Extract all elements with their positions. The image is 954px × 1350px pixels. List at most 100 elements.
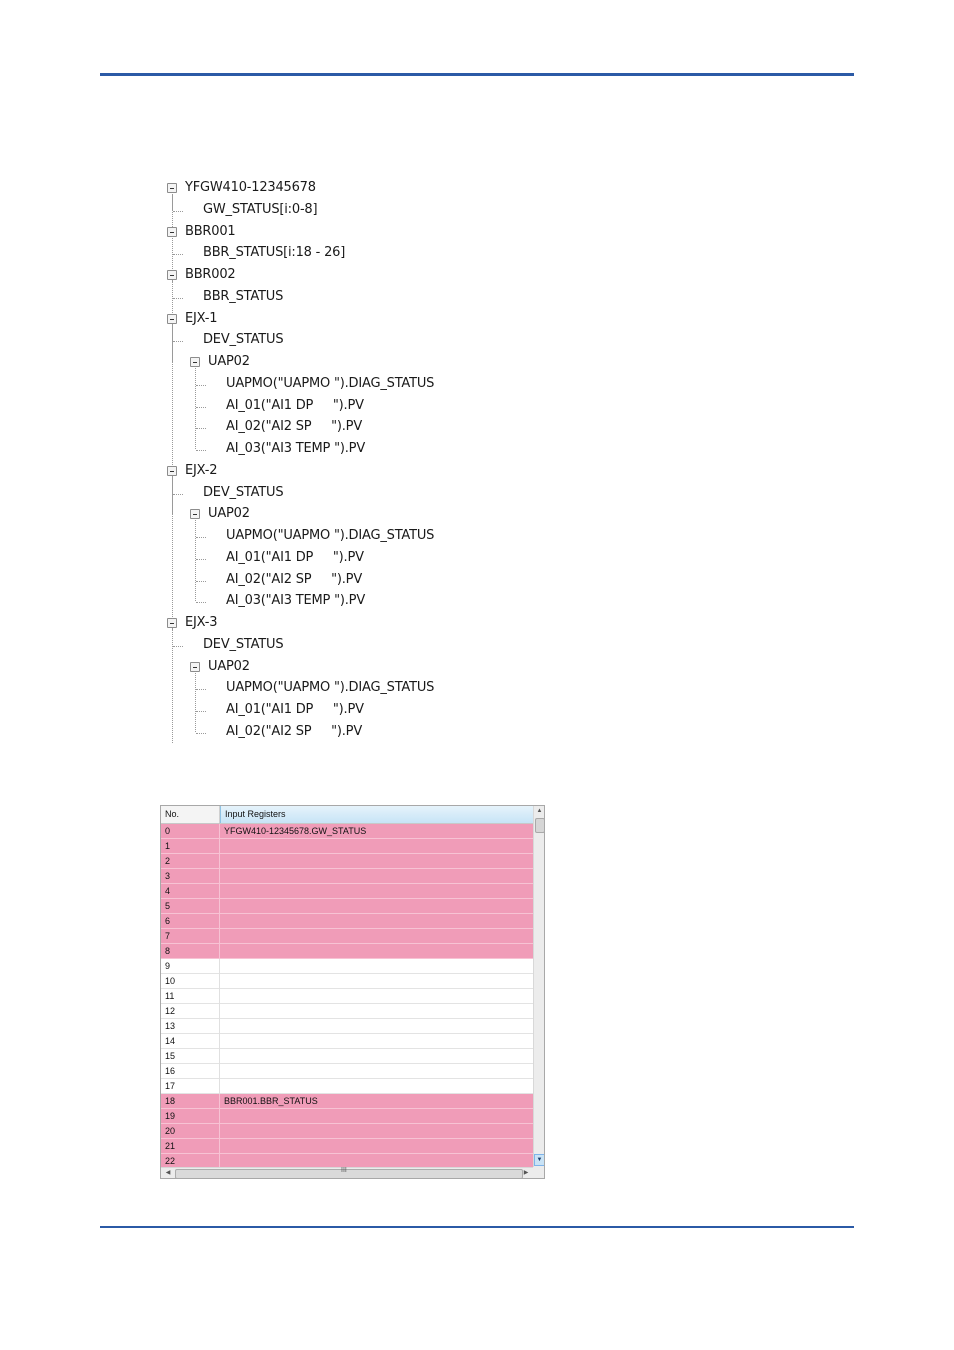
register-number-cell[interactable]: 4 xyxy=(161,884,220,899)
register-number-cell[interactable]: 2 xyxy=(161,854,220,869)
tree-group-node[interactable]: UAP02 xyxy=(208,658,250,674)
register-value-cell[interactable] xyxy=(220,899,533,914)
register-number-cell[interactable]: 5 xyxy=(161,899,220,914)
table-row[interactable]: 15 xyxy=(161,1049,533,1064)
register-number-cell[interactable]: 13 xyxy=(161,1019,220,1034)
scroll-down-icon[interactable]: ▼ xyxy=(534,1154,544,1166)
register-value-cell[interactable] xyxy=(220,869,533,884)
tree-device-node[interactable]: EJX-3 xyxy=(185,615,218,630)
tree-device-node[interactable]: EJX-1 xyxy=(185,310,218,326)
register-value-cell[interactable] xyxy=(220,1064,533,1079)
tree-leaf-node[interactable]: UAPMO("UAPMO ").DIAG_STATUS xyxy=(226,375,435,391)
register-value-cell[interactable] xyxy=(220,854,533,869)
register-number-cell[interactable]: 19 xyxy=(161,1109,220,1124)
tree-leaf-node[interactable]: AI_01("AI1 DP ").PV xyxy=(226,702,364,717)
register-value-cell[interactable] xyxy=(220,944,533,959)
tree-leaf-node[interactable]: BBR_STATUS[i:18 - 26] xyxy=(203,245,346,261)
tree-group-node[interactable]: UAP02 xyxy=(208,506,250,522)
register-value-cell[interactable] xyxy=(220,1079,533,1094)
column-header-input-registers[interactable]: Input Registers xyxy=(220,806,533,823)
register-number-cell[interactable]: 6 xyxy=(161,914,220,929)
collapse-minus-icon[interactable] xyxy=(190,357,200,367)
register-number-cell[interactable]: 18 xyxy=(161,1094,220,1109)
register-number-cell[interactable]: 20 xyxy=(161,1124,220,1139)
tree-leaf-node[interactable]: AI_02("AI2 SP ").PV xyxy=(226,419,363,435)
register-value-cell[interactable] xyxy=(220,1049,533,1064)
table-row[interactable]: 6 xyxy=(161,914,533,929)
register-value-cell[interactable] xyxy=(220,1109,533,1124)
tree-leaf-node[interactable]: BBR_STATUS xyxy=(203,288,284,304)
register-number-cell[interactable]: 10 xyxy=(161,974,220,989)
tree-device-node[interactable]: EJX-2 xyxy=(185,462,218,478)
collapse-minus-icon[interactable] xyxy=(167,183,177,193)
register-value-cell[interactable] xyxy=(220,839,533,854)
table-row[interactable]: 20 xyxy=(161,1124,533,1139)
tree-leaf-node[interactable]: UAPMO("UAPMO ").DIAG_STATUS xyxy=(226,680,435,696)
tree-leaf-node[interactable]: GW_STATUS[i:0-8] xyxy=(203,201,318,217)
register-number-cell[interactable]: 1 xyxy=(161,839,220,854)
register-number-cell[interactable]: 22 xyxy=(161,1154,220,1168)
table-row[interactable]: 21 xyxy=(161,1139,533,1154)
tree-leaf-node[interactable]: AI_02("AI2 SP ").PV xyxy=(226,723,363,739)
tree-leaf-node[interactable]: UAPMO("UAPMO ").DIAG_STATUS xyxy=(226,528,435,543)
horizontal-scrollbar[interactable]: ◀ III ▶ xyxy=(161,1167,533,1178)
register-value-cell[interactable] xyxy=(220,1019,533,1034)
tree-leaf-node[interactable]: DEV_STATUS xyxy=(203,484,284,500)
register-value-cell[interactable] xyxy=(220,1139,533,1154)
register-number-cell[interactable]: 17 xyxy=(161,1079,220,1094)
register-number-cell[interactable]: 14 xyxy=(161,1034,220,1049)
register-value-cell[interactable] xyxy=(220,1124,533,1139)
tree-device-node[interactable]: BBR001 xyxy=(185,223,236,239)
table-row[interactable]: 9 xyxy=(161,959,533,974)
tree-leaf-node[interactable]: AI_02("AI2 SP ").PV xyxy=(226,571,363,587)
register-number-cell[interactable]: 3 xyxy=(161,869,220,884)
register-number-cell[interactable]: 8 xyxy=(161,944,220,959)
scroll-up-icon[interactable]: ▲ xyxy=(536,808,543,814)
tree-leaf-node[interactable]: AI_03("AI3 TEMP ").PV xyxy=(226,593,366,609)
horizontal-scroll-thumb[interactable]: III xyxy=(175,1167,523,1178)
vertical-scrollbar[interactable]: ▲ ▼ xyxy=(533,806,544,1167)
table-row[interactable]: 14 xyxy=(161,1034,533,1049)
tree-leaf-node[interactable]: DEV_STATUS xyxy=(203,332,284,348)
table-row[interactable]: 16 xyxy=(161,1064,533,1079)
register-value-cell[interactable] xyxy=(220,914,533,929)
collapse-minus-icon[interactable] xyxy=(167,465,177,476)
table-row[interactable]: 4 xyxy=(161,884,533,899)
register-value-cell[interactable] xyxy=(220,1154,533,1168)
register-value-cell[interactable] xyxy=(220,974,533,989)
register-number-cell[interactable]: 0 xyxy=(161,824,220,839)
table-row[interactable]: 2 xyxy=(161,854,533,869)
input-registers-grid[interactable]: No. Input Registers 0 YFGW410-12345678.GW… xyxy=(160,805,545,1179)
register-value-cell[interactable] xyxy=(220,1004,533,1019)
register-number-cell[interactable]: 15 xyxy=(161,1049,220,1064)
register-number-cell[interactable]: 12 xyxy=(161,1004,220,1019)
table-row[interactable]: 19 xyxy=(161,1109,533,1124)
register-number-cell[interactable]: 21 xyxy=(161,1139,220,1154)
table-row[interactable]: 3 xyxy=(161,869,533,884)
table-row[interactable]: 11 xyxy=(161,989,533,1004)
table-row[interactable]: 10 xyxy=(161,974,533,989)
table-row[interactable]: 8 xyxy=(161,944,533,959)
register-number-cell[interactable]: 9 xyxy=(161,959,220,974)
collapse-minus-icon[interactable] xyxy=(190,509,200,520)
collapse-minus-icon[interactable] xyxy=(167,313,177,324)
scroll-left-icon[interactable]: ◀ xyxy=(165,1170,171,1176)
table-row[interactable]: 12 xyxy=(161,1004,533,1019)
register-value-cell[interactable] xyxy=(220,989,533,1004)
table-row[interactable]: 0 YFGW410-12345678.GW_STATUS xyxy=(161,824,533,839)
column-header-no[interactable]: No. xyxy=(161,806,220,823)
scroll-right-icon[interactable]: ▶ xyxy=(523,1170,529,1176)
register-value-cell[interactable] xyxy=(220,884,533,899)
register-number-cell[interactable]: 7 xyxy=(161,929,220,944)
tree-leaf-node[interactable]: AI_01("AI1 DP ").PV xyxy=(226,397,364,413)
register-value-cell[interactable] xyxy=(220,1034,533,1049)
collapse-minus-icon[interactable] xyxy=(167,270,177,280)
register-value-cell[interactable]: YFGW410-12345678.GW_STATUS xyxy=(224,826,367,836)
register-number-cell[interactable]: 16 xyxy=(161,1064,220,1079)
tree-leaf-node[interactable]: DEV_STATUS xyxy=(203,636,284,652)
vertical-scroll-thumb[interactable] xyxy=(535,818,544,833)
collapse-minus-icon[interactable] xyxy=(190,661,200,672)
register-value-cell[interactable] xyxy=(220,929,533,944)
